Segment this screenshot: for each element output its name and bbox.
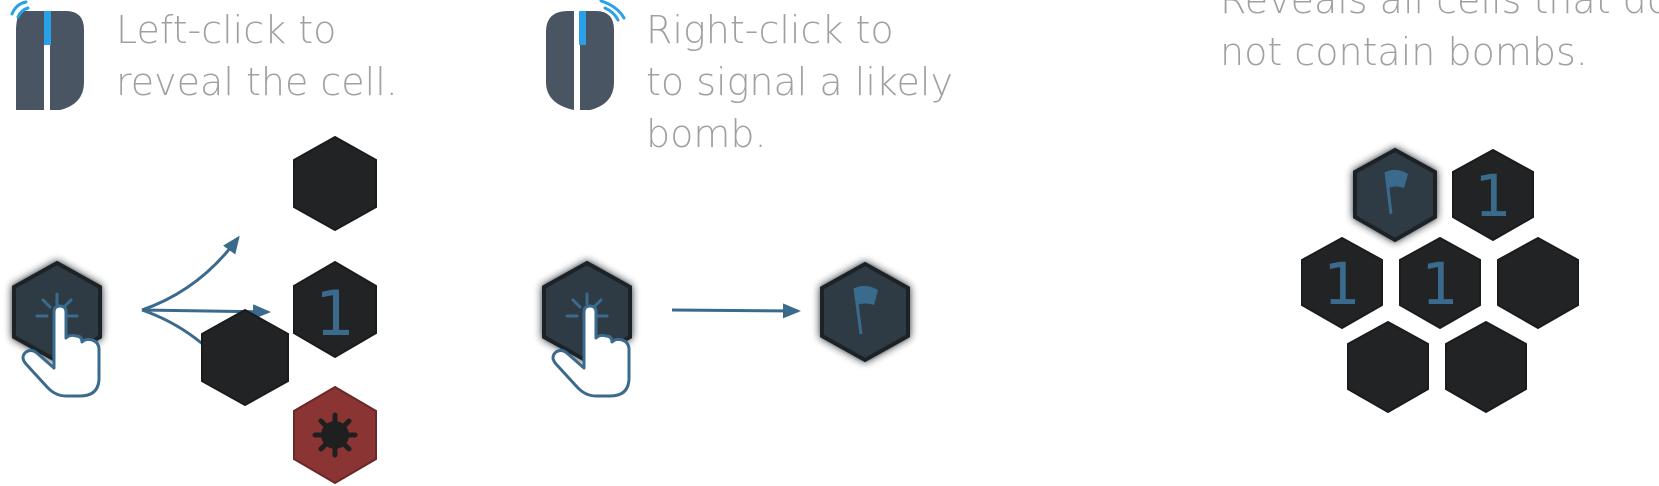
mouse-right-button-icon	[546, 0, 626, 110]
mouse-left-button-icon	[10, 0, 84, 110]
cell-number: 1	[315, 277, 354, 350]
flagged-cell	[820, 261, 910, 363]
cluster-number-cell: 1	[1301, 236, 1383, 330]
caption-line: Reveals all cells that do	[1220, 0, 1659, 22]
pointer-hand-icon	[551, 304, 631, 398]
flag-icon	[853, 285, 878, 335]
bomb-icon	[312, 412, 358, 458]
flag-icon	[1384, 169, 1408, 215]
hidden-cell	[293, 135, 377, 232]
number-cell: 1	[293, 260, 377, 359]
caption-line: bomb.	[646, 112, 767, 156]
left-click-caption: Left-click to reveal the cell.	[116, 4, 398, 108]
cluster-number-cell: 1	[1399, 236, 1481, 330]
caption-line: reveal the cell.	[116, 60, 398, 104]
cell-number: 1	[1324, 250, 1361, 318]
caption-line: Right-click to	[646, 8, 894, 52]
cluster-flagged-cell	[1353, 147, 1437, 243]
empty-cell	[201, 308, 289, 407]
cluster-empty-cell	[1445, 320, 1527, 414]
caption-line: to signal a likely	[646, 60, 953, 104]
arrow-icon	[671, 303, 801, 319]
cluster-empty-cell	[1347, 320, 1429, 414]
pointer-hand-icon	[21, 304, 101, 398]
right-click-caption: Right-click to to signal a likely bomb.	[646, 4, 953, 160]
caption-line: not contain bombs.	[1220, 30, 1588, 74]
cell-number: 1	[1422, 250, 1459, 318]
caption-line: Left-click to	[116, 8, 337, 52]
reveal-all-caption: Reveals all cells that do not contain bo…	[1220, 0, 1659, 78]
cluster-number-cell: 1	[1452, 148, 1534, 242]
bomb-cell	[293, 385, 377, 485]
cluster-empty-cell	[1497, 236, 1579, 330]
cell-number: 1	[1475, 162, 1512, 230]
